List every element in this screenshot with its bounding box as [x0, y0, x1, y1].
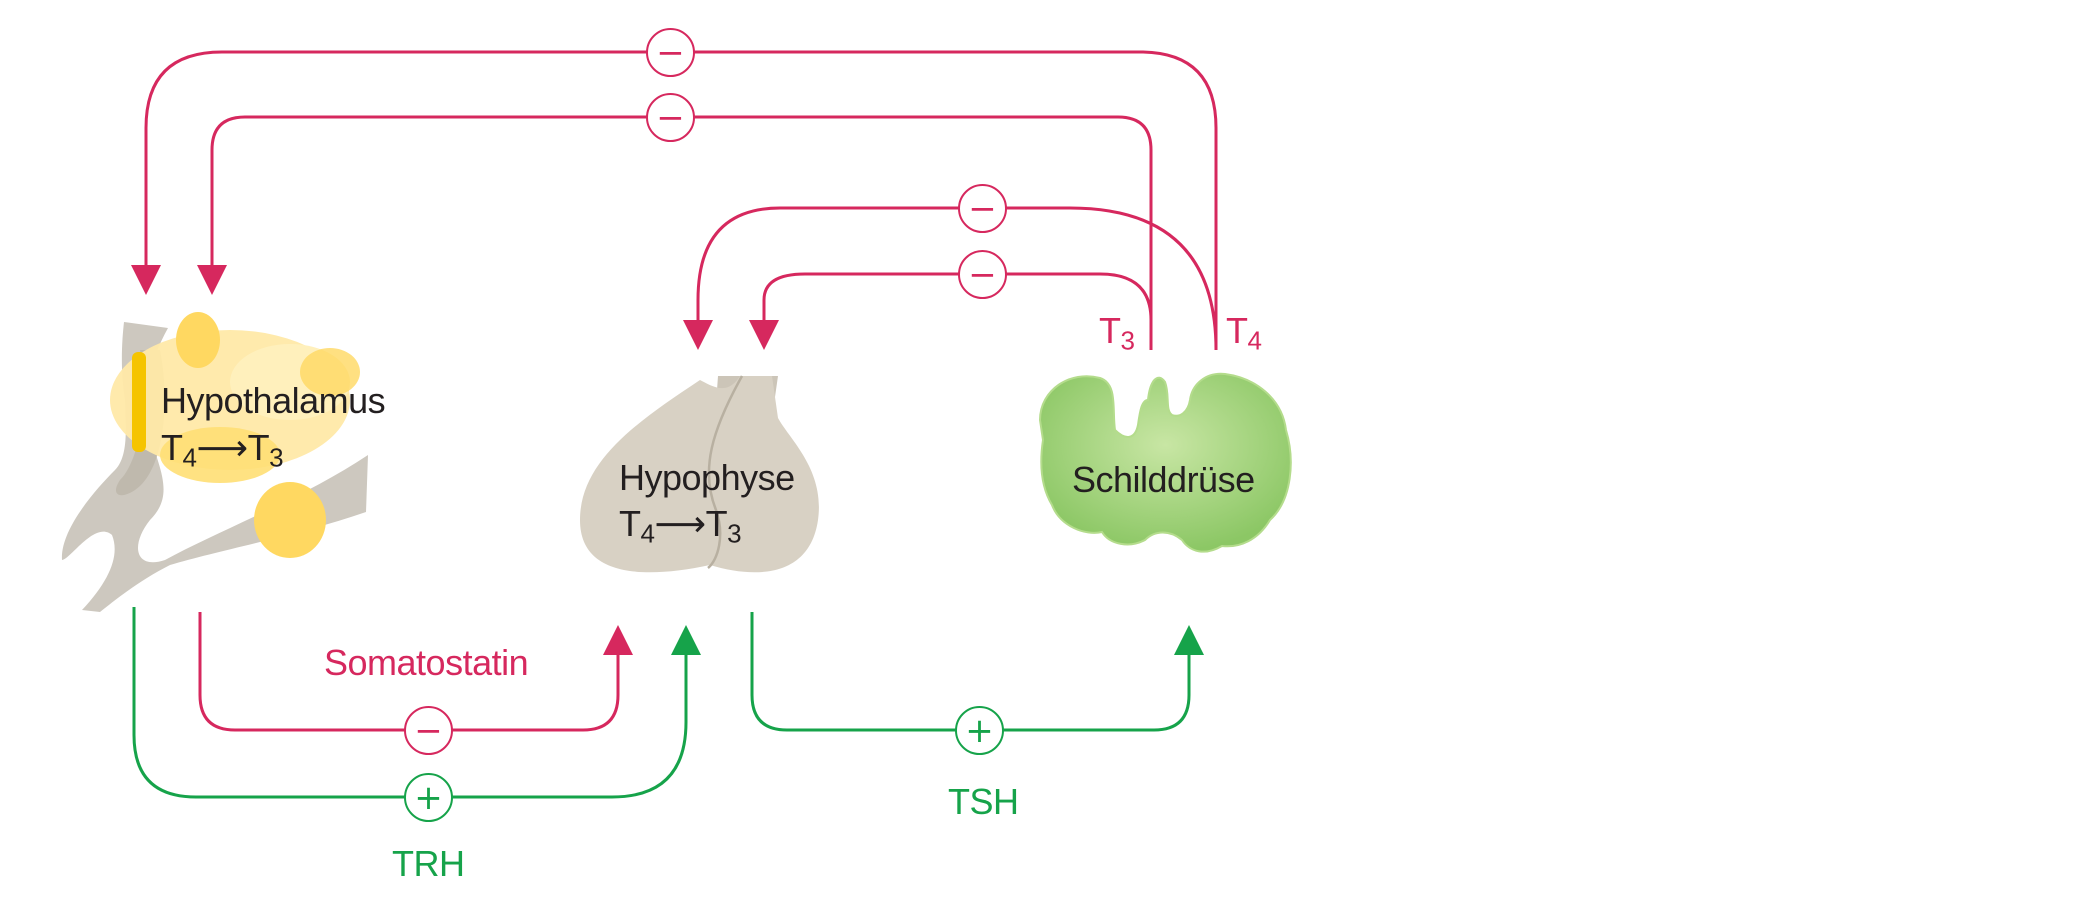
- somatostatin-label: Somatostatin: [324, 642, 529, 683]
- t-letter: T: [161, 427, 183, 468]
- t-letter: T: [705, 503, 728, 544]
- thyroid-graphic: [1038, 372, 1292, 553]
- t-letter: T: [619, 503, 641, 544]
- minus-sign: −: [656, 32, 685, 73]
- trh-arrow: [132, 607, 701, 799]
- conversion-arrow: ⟶: [196, 427, 248, 468]
- t-letter: T: [1099, 310, 1121, 351]
- hypothalamus-lobe: [160, 427, 280, 483]
- hypothalamus-lobe: [254, 482, 326, 558]
- t-letter: T: [247, 427, 270, 468]
- inhibition-sign: −: [958, 184, 1007, 233]
- inhibition-sign: −: [646, 93, 695, 142]
- t3-subscript: 3: [727, 518, 742, 549]
- conversion-arrow: ⟶: [654, 503, 706, 544]
- thyroid-gland: [1038, 372, 1292, 553]
- minus-sign: −: [968, 254, 997, 295]
- t4-subscript: 4: [640, 518, 655, 549]
- minus-sign: −: [656, 97, 685, 138]
- feedback-arrow-t3-hypothalamus: [197, 115, 1153, 350]
- t3-label: T3: [1099, 310, 1135, 356]
- t3-subscript: 3: [269, 442, 284, 473]
- plus-sign: +: [414, 777, 443, 818]
- tsh-stimulation-sign: +: [955, 706, 1004, 755]
- somatostatin-inhibition-sign: −: [404, 706, 453, 755]
- schilddruese-label: Schilddrüse: [1072, 459, 1255, 500]
- hypothalamus-conversion: T4⟶T3: [161, 427, 284, 473]
- hypophyse-conversion: T4⟶T3: [619, 503, 742, 549]
- hypophyse-label: Hypophyse: [619, 457, 795, 498]
- inhibition-sign: −: [958, 250, 1007, 299]
- t3-subscript: 3: [1120, 325, 1135, 356]
- minus-sign: −: [968, 188, 997, 229]
- hypothalamus-graphic: [61, 312, 369, 612]
- hypophyse-gland: [580, 376, 819, 573]
- t4-subscript: 4: [182, 442, 197, 473]
- minus-sign: −: [414, 710, 443, 751]
- feedback-arrow-t3-hypophyse: [749, 272, 1153, 350]
- hypothalamus-stripe: [132, 352, 146, 452]
- tsh-label: TSH: [948, 781, 1019, 822]
- t-letter: T: [1226, 310, 1248, 351]
- t4-label: T4: [1226, 310, 1262, 356]
- feedback-arrow-t4-hypophyse: [683, 206, 1218, 351]
- hypothalamus-lobe: [176, 312, 220, 368]
- trh-label: TRH: [392, 843, 465, 884]
- t4-subscript: 4: [1247, 325, 1262, 356]
- hypothalamus-lobe: [300, 348, 360, 396]
- hypophyse-graphic: [580, 375, 819, 573]
- hypophyse-lobe-divider: [707, 375, 744, 569]
- plus-sign: +: [965, 710, 994, 751]
- hypothalamus-label: Hypothalamus: [161, 380, 386, 421]
- inhibition-sign: −: [646, 28, 695, 77]
- trh-stimulation-sign: +: [404, 773, 453, 822]
